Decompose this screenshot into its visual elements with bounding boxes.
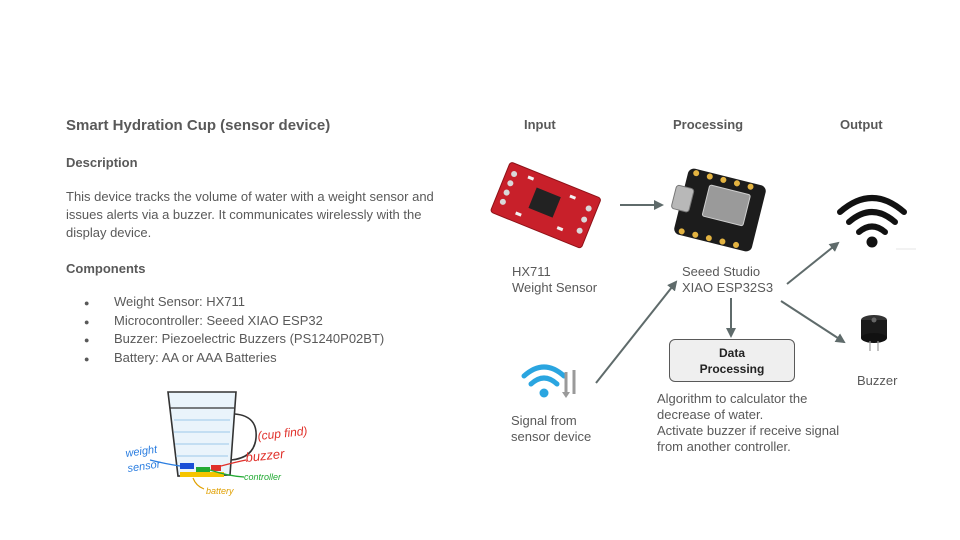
output-wifi-icon [837,195,916,250]
sketch-label-cupfind: (cup find) [257,424,308,443]
data-processing-box: Data Processing [669,339,795,382]
component-item: Weight Sensor: HX711 [84,294,384,313]
hx711-label-line: Weight Sensor [512,280,598,295]
sketch-label-controller: controller [244,472,282,482]
description-line: display device. [66,225,152,240]
algorithm-line: from another controller. [657,439,791,454]
sketch-label-weight: weight [125,444,159,460]
component-item: Buzzer: Piezoelectric Buzzers (PS1240P02… [84,331,384,350]
sensor-block [180,463,194,469]
buzzer-icon [861,315,887,351]
sketch-label-buzzer: buzzer [245,446,286,465]
signal-wifi-icon [521,364,576,398]
algorithm-line: Algorithm to calculator the [657,391,808,406]
cup-handle [230,413,257,461]
algorithm-line: decrease of water. [657,407,764,422]
column-header-output: Output [840,117,883,132]
esp32-label-line: XIAO ESP32S3 [682,280,774,295]
page-title: Smart Hydration Cup (sensor device) [66,117,331,134]
buzzer-label: Buzzer [857,373,898,388]
buzzer-block [211,465,221,471]
esp32-label: Seeed Studio XIAO ESP32S3 [682,264,773,296]
component-item: Microcontroller: Seeed XIAO ESP32 [84,313,384,332]
description-heading: Description [66,155,138,170]
description-line: issues alerts via a buzzer. It communica… [66,207,422,222]
esp32-board-image [671,168,766,252]
hx711-label-line: HX711 [512,264,551,279]
battery-block [180,472,224,477]
components-heading: Components [66,261,146,276]
controller-block [196,467,210,472]
component-item: Battery: AA or AAA Batteries [84,350,384,369]
algorithm-line: Activate buzzer if receive signal [657,423,840,438]
arrow-esp-to-wifi [786,241,840,285]
sketch-label-battery: battery [206,486,234,496]
arrow-signal-to-esp [595,280,678,384]
algorithm-text: Algorithm to calculator the decrease of … [657,391,867,455]
esp32-label-line: Seeed Studio [682,264,761,279]
column-header-processing: Processing [673,117,744,132]
signal-label: Signal from sensor device [511,413,591,445]
column-header-input: Input [524,117,556,132]
components-list: Weight Sensor: HX711 Microcontroller: Se… [84,294,384,368]
arrow-esp-to-buzzer [780,300,846,344]
signal-label-line: Signal from [511,413,577,428]
description-line: This device tracks the volume of water w… [66,189,434,204]
description-text: This device tracks the volume of water w… [66,188,466,242]
sketch-label-sensor: sensor [127,458,163,475]
data-processing-line: Processing [699,362,765,376]
data-processing-line: Data [718,346,745,360]
signal-label-line: sensor device [511,429,592,444]
hx711-board-image [490,162,601,249]
cup-sketch: weight sensor (cup find) buzzer controll… [125,391,308,496]
hx711-label: HX711 Weight Sensor [512,264,597,296]
